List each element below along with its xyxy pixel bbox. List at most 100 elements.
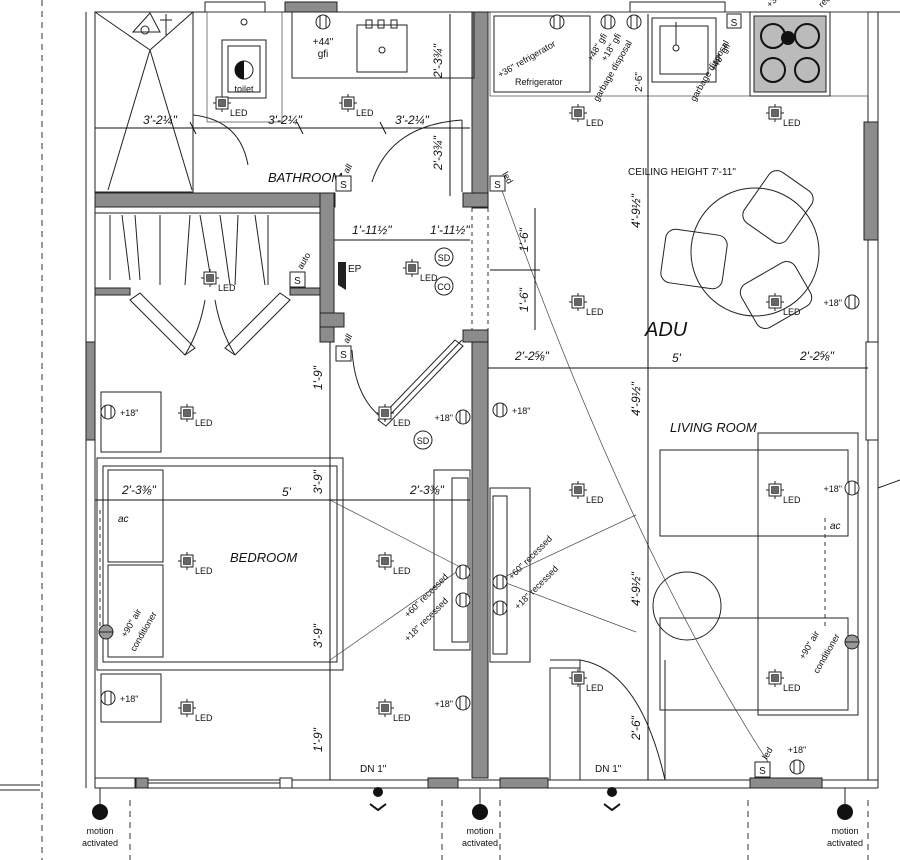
- svg-text:LED: LED: [356, 108, 374, 118]
- dim-hall-h2: 1'-6": [517, 287, 531, 312]
- svg-text:LED: LED: [393, 418, 411, 428]
- recessed-partial: +36: [764, 0, 782, 9]
- outlet-18-3: +18": [435, 409, 471, 425]
- living-room-label: LIVING ROOM: [670, 420, 757, 435]
- svg-text:LED: LED: [586, 495, 604, 505]
- led-light-3: LED: [568, 103, 604, 128]
- led-light-1: LED: [212, 93, 248, 118]
- led-light-5: LED: [200, 268, 236, 293]
- svg-text:+18": +18": [435, 413, 453, 423]
- svg-text:motion: motion: [86, 826, 113, 836]
- svg-text:S: S: [759, 766, 766, 777]
- outlet-18-1: +18": [100, 404, 138, 420]
- disposal-2: garbage disposal: [688, 39, 731, 103]
- dim-bath-h2: 2'-3¾": [431, 135, 445, 171]
- dim-adu-w1: 2'-2⅝": [514, 349, 550, 363]
- refrigerator-label: Refrigerator: [515, 77, 563, 87]
- outlet-18-7: +18": [435, 695, 471, 711]
- led-light-4: LED: [765, 103, 801, 128]
- svg-text:activated: activated: [827, 838, 863, 848]
- dim-bath-w1: 3'-2¼": [143, 113, 178, 127]
- led-light-12: LED: [765, 480, 801, 505]
- dim-adu-h3: 4'-9½": [629, 571, 643, 606]
- motion-light-3: motion activated: [827, 788, 863, 848]
- dim-adu-w3: 2'-2⅝": [799, 349, 835, 363]
- svg-text:LED: LED: [783, 495, 801, 505]
- dim-adu-w2: 5': [672, 351, 682, 365]
- bedroom-label: BEDROOM: [230, 550, 297, 565]
- outlet-18-2: +18": [100, 690, 138, 706]
- svg-text:LED: LED: [393, 566, 411, 576]
- interior-walls: [94, 11, 489, 779]
- ac-label-living: ac: [830, 521, 841, 532]
- outlet-18-5: +18": [824, 294, 860, 310]
- svg-text:LED: LED: [195, 713, 213, 723]
- kitchen-switch[interactable]: S: [726, 13, 742, 29]
- smoke-detector-2: SD: [413, 430, 433, 450]
- dim-hall-w1: 1'-11½": [352, 223, 392, 237]
- svg-text:DN 1": DN 1": [595, 764, 622, 775]
- toilet-label: toilet: [234, 84, 254, 94]
- led-light-11: LED: [568, 480, 604, 505]
- dim-bed-w1: 2'-3⅜": [121, 483, 157, 497]
- svg-text:LED: LED: [195, 418, 213, 428]
- svg-text:LED: LED: [218, 283, 236, 293]
- co-detector: CO: [434, 276, 454, 296]
- svg-text:SD: SD: [417, 436, 430, 446]
- dim-hall-h1: 1'-6": [517, 227, 531, 252]
- svg-text:S: S: [731, 18, 738, 29]
- dim-bed-h3: 3'-9": [311, 623, 325, 648]
- dim-bath-w2: 3'-2¼": [268, 113, 303, 127]
- step-downs: DN 1" DN 1": [360, 764, 622, 812]
- gfi-44-label: +44": [313, 37, 334, 48]
- svg-text:motion: motion: [831, 826, 858, 836]
- led-light-9: LED: [177, 403, 213, 428]
- svg-text:LED: LED: [783, 118, 801, 128]
- dim-bath-h1: 2'-3¾": [431, 43, 445, 79]
- svg-text:motion: motion: [466, 826, 493, 836]
- dim-hall-w2: 1'-11½": [430, 223, 470, 237]
- outlet-18-8: +18": [788, 745, 806, 775]
- led-light-14: LED: [375, 551, 411, 576]
- rec18-left: +18" recessed: [402, 596, 450, 644]
- svg-text:LED: LED: [586, 118, 604, 128]
- ep-label: EP: [348, 264, 362, 275]
- svg-text:+18": +18": [120, 694, 138, 704]
- led-light-13: LED: [177, 551, 213, 576]
- led-light-15: LED: [568, 668, 604, 693]
- svg-text:+18": +18": [435, 699, 453, 709]
- svg-text:auto: auto: [295, 251, 312, 271]
- outlet-18-4: +18": [492, 402, 530, 418]
- ceiling-height: CEILING HEIGHT 7'-11": [628, 167, 736, 178]
- svg-text:led: led: [760, 746, 775, 761]
- svg-text:LED: LED: [586, 683, 604, 693]
- svg-text:S: S: [294, 276, 301, 287]
- svg-text:S: S: [340, 350, 347, 361]
- dim-adu-h2: 4'-9½": [629, 381, 643, 416]
- svg-text:DN 1": DN 1": [360, 764, 387, 775]
- led-fixtures: LED LED LED LED LED LED LED LED LED LED LED LED LED L…: [177, 93, 801, 723]
- outlet-18-6: +18": [824, 480, 860, 496]
- svg-text:LED: LED: [393, 713, 411, 723]
- dim-door-h: 2'-6": [629, 715, 643, 741]
- ac-label-bedroom: ac: [118, 514, 129, 525]
- bathroom-label: BATHROOM: [268, 170, 342, 185]
- svg-text:SD: SD: [438, 253, 451, 263]
- svg-text:LED: LED: [783, 683, 801, 693]
- led-light-8: LED: [765, 292, 801, 317]
- svg-text:LED: LED: [230, 108, 248, 118]
- svg-text:LED: LED: [783, 307, 801, 317]
- led-light-10: LED: [375, 403, 411, 428]
- dim-bed-w3: 2'-3⅜": [409, 483, 445, 497]
- gfi-44-sub: gfi: [318, 49, 329, 60]
- recessed-partial-2: rec: [816, 0, 832, 9]
